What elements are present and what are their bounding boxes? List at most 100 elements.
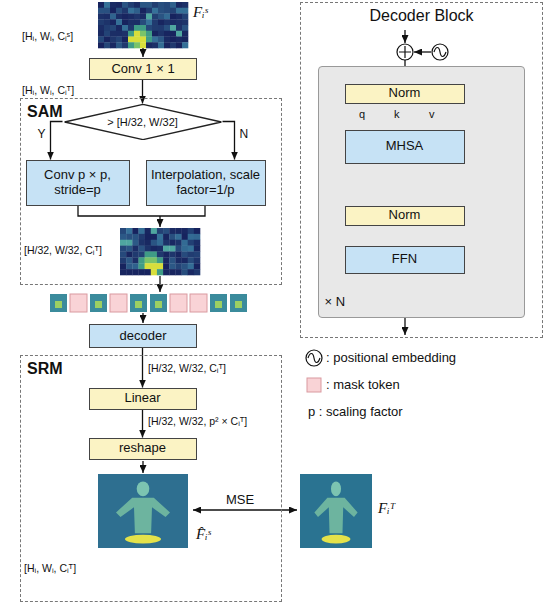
feature-map: [300, 474, 372, 548]
box-label: FFN: [392, 252, 417, 267]
branch-label: Y: [38, 127, 46, 141]
map-cell: [164, 25, 170, 31]
map-cell: [175, 234, 181, 240]
decision-diamond: > [H/32, W/32]: [63, 104, 223, 140]
map-cell: [182, 228, 188, 234]
map-cell: [126, 263, 132, 269]
shape-label: [Hᵢ, Wᵢ, Cᵢᵀ]: [24, 562, 76, 574]
map-cell: [126, 228, 132, 234]
map-cell: [140, 14, 146, 20]
map-cell: [151, 269, 157, 275]
map-cell: [138, 234, 144, 240]
process-box: Interpolation, scale factor=1/p: [146, 160, 266, 206]
map-cell: [188, 257, 194, 263]
map-cell: [140, 2, 146, 8]
map-cell: [134, 2, 140, 8]
map-cell: [138, 228, 144, 234]
map-cell: [134, 42, 140, 48]
map-cell: [151, 234, 157, 240]
map-cell: [145, 240, 151, 246]
map-cell: [116, 37, 122, 43]
map-cell: [104, 19, 110, 25]
map-cell: [138, 252, 144, 258]
map-ground: [98, 474, 188, 548]
map-cell: [128, 19, 134, 25]
connector: [223, 122, 235, 160]
map-cell: [188, 263, 194, 269]
box-label: decoder: [120, 329, 167, 344]
figure-head: [137, 481, 150, 496]
map-cell: [151, 257, 157, 263]
map-cell: [188, 252, 194, 258]
map-cell: [145, 228, 151, 234]
shape-label: [H/32, W/32, p² × Cᵢᵀ]: [148, 415, 247, 427]
loss-label: MSE: [226, 492, 254, 507]
map-cell: [104, 14, 110, 20]
map-cell: [98, 8, 104, 14]
map-cell: [145, 252, 151, 258]
map-cell: [170, 42, 176, 48]
map-cell: [158, 19, 164, 25]
flow-arrow: [142, 313, 143, 323]
map-cell: [158, 2, 164, 8]
legend-entry: : mask token: [326, 377, 400, 392]
map-cell: [152, 2, 158, 8]
legend-entry: : positional embedding: [326, 350, 456, 365]
map-cell: [132, 257, 138, 263]
map-cell: [188, 240, 194, 246]
map-cell: [157, 240, 163, 246]
map-cell: [152, 19, 158, 25]
map-cell: [194, 240, 200, 246]
map-cell: [116, 14, 122, 20]
map-cell: [128, 37, 134, 43]
map-cell: [132, 234, 138, 240]
map-cell: [194, 257, 200, 263]
map-cell: [182, 257, 188, 263]
box-label: Interpolation, scale factor=1/p: [151, 168, 261, 198]
box-label: Conv 1 × 1: [111, 62, 174, 77]
feature-map: [98, 2, 188, 48]
map-cell: [134, 31, 140, 37]
map-cell: [128, 25, 134, 31]
map-cell: [122, 42, 128, 48]
map-cell: [170, 19, 176, 25]
process-box: Conv p × p, stride=p: [26, 160, 130, 206]
map-cell: [157, 246, 163, 252]
map-cell: [164, 19, 170, 25]
map-cell: [120, 234, 126, 240]
norm-box: Norm: [345, 206, 465, 226]
merge-line: [160, 206, 205, 216]
map-cell: [182, 246, 188, 252]
map-cell: [164, 37, 170, 43]
diamond-shape: [64, 104, 221, 139]
map-cell: [169, 252, 175, 258]
box-label: reshape: [119, 441, 166, 456]
map-cell: [110, 19, 116, 25]
map-cell: [170, 14, 176, 20]
map-cell: [104, 37, 110, 43]
map-cell: [182, 263, 188, 269]
map-cell: [176, 14, 182, 20]
map-cell: [138, 240, 144, 246]
flow-arrow: [142, 48, 143, 57]
map-cell: [194, 246, 200, 252]
map-cell: [132, 246, 138, 252]
map-cell: [110, 8, 116, 14]
map-cell: [157, 252, 163, 258]
map-cell: [126, 246, 132, 252]
map-cell: [104, 42, 110, 48]
map-cell: [194, 234, 200, 240]
legend-text: p : scaling factor: [308, 404, 403, 419]
map-cell: [175, 269, 181, 275]
map-cell: [170, 37, 176, 43]
token-spot: [135, 301, 142, 308]
map-cell: [132, 269, 138, 275]
map-cell: [134, 8, 140, 14]
map-cell: [140, 25, 146, 31]
box-label: Linear: [124, 391, 160, 406]
map-cell: [152, 42, 158, 48]
map-cell: [188, 228, 194, 234]
box-label: Norm: [389, 86, 421, 101]
map-cell: [104, 8, 110, 14]
